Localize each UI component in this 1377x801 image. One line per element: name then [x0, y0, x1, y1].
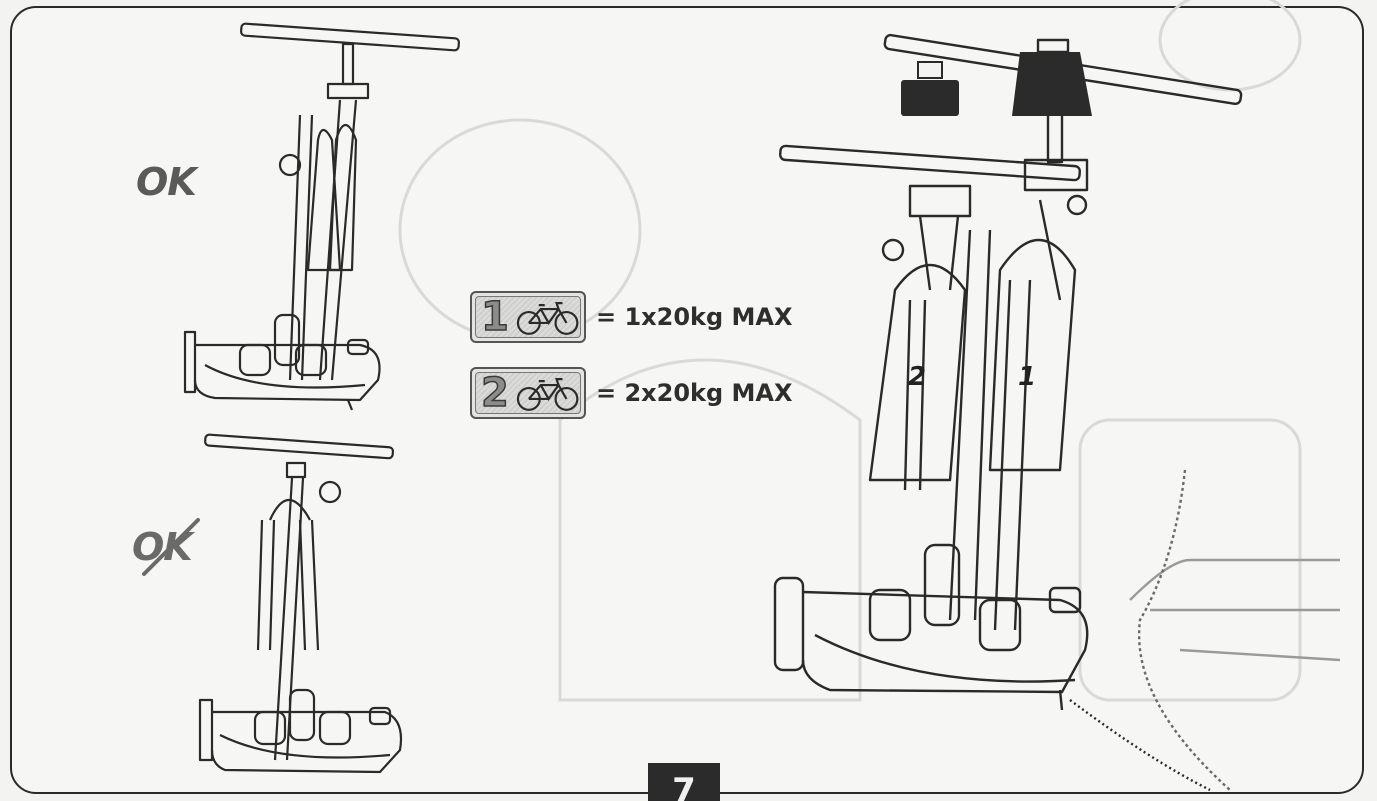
rack-illustration-not-ok — [198, 433, 403, 774]
load-limit-two-bikes: 2 = 2x20kg MAX — [470, 367, 793, 419]
bike-slot-2-label: 2 — [908, 362, 927, 392]
bike-count: 1 — [480, 294, 509, 340]
small-weight-block — [901, 80, 959, 116]
load-limit-one-bike: 1 = 1x20kg MAX — [470, 291, 793, 343]
load-limit-text: = 2x20kg MAX — [596, 379, 793, 407]
weight-blocks — [901, 52, 1092, 116]
page-number: 7 — [648, 763, 720, 801]
bike-count: 2 — [480, 370, 509, 416]
bike-slot-1-label: 1 — [1018, 362, 1037, 392]
bicycle-icon — [516, 302, 579, 335]
load-badge: 2 — [470, 367, 586, 419]
bicycle-icon — [516, 378, 579, 411]
page-frame — [10, 6, 1364, 794]
cross-out-icon — [142, 518, 200, 576]
load-badge: 1 — [470, 291, 586, 343]
background-ghost-drawing — [398, 0, 1302, 702]
rack-illustration-two-bikes — [773, 33, 1341, 792]
large-weight-block — [1012, 52, 1092, 116]
ok-incorrect-label: OK — [132, 525, 193, 569]
ok-correct-label: OK — [136, 160, 197, 204]
rack-illustration-ok — [183, 22, 460, 411]
load-limit-text: = 1x20kg MAX — [596, 303, 793, 331]
